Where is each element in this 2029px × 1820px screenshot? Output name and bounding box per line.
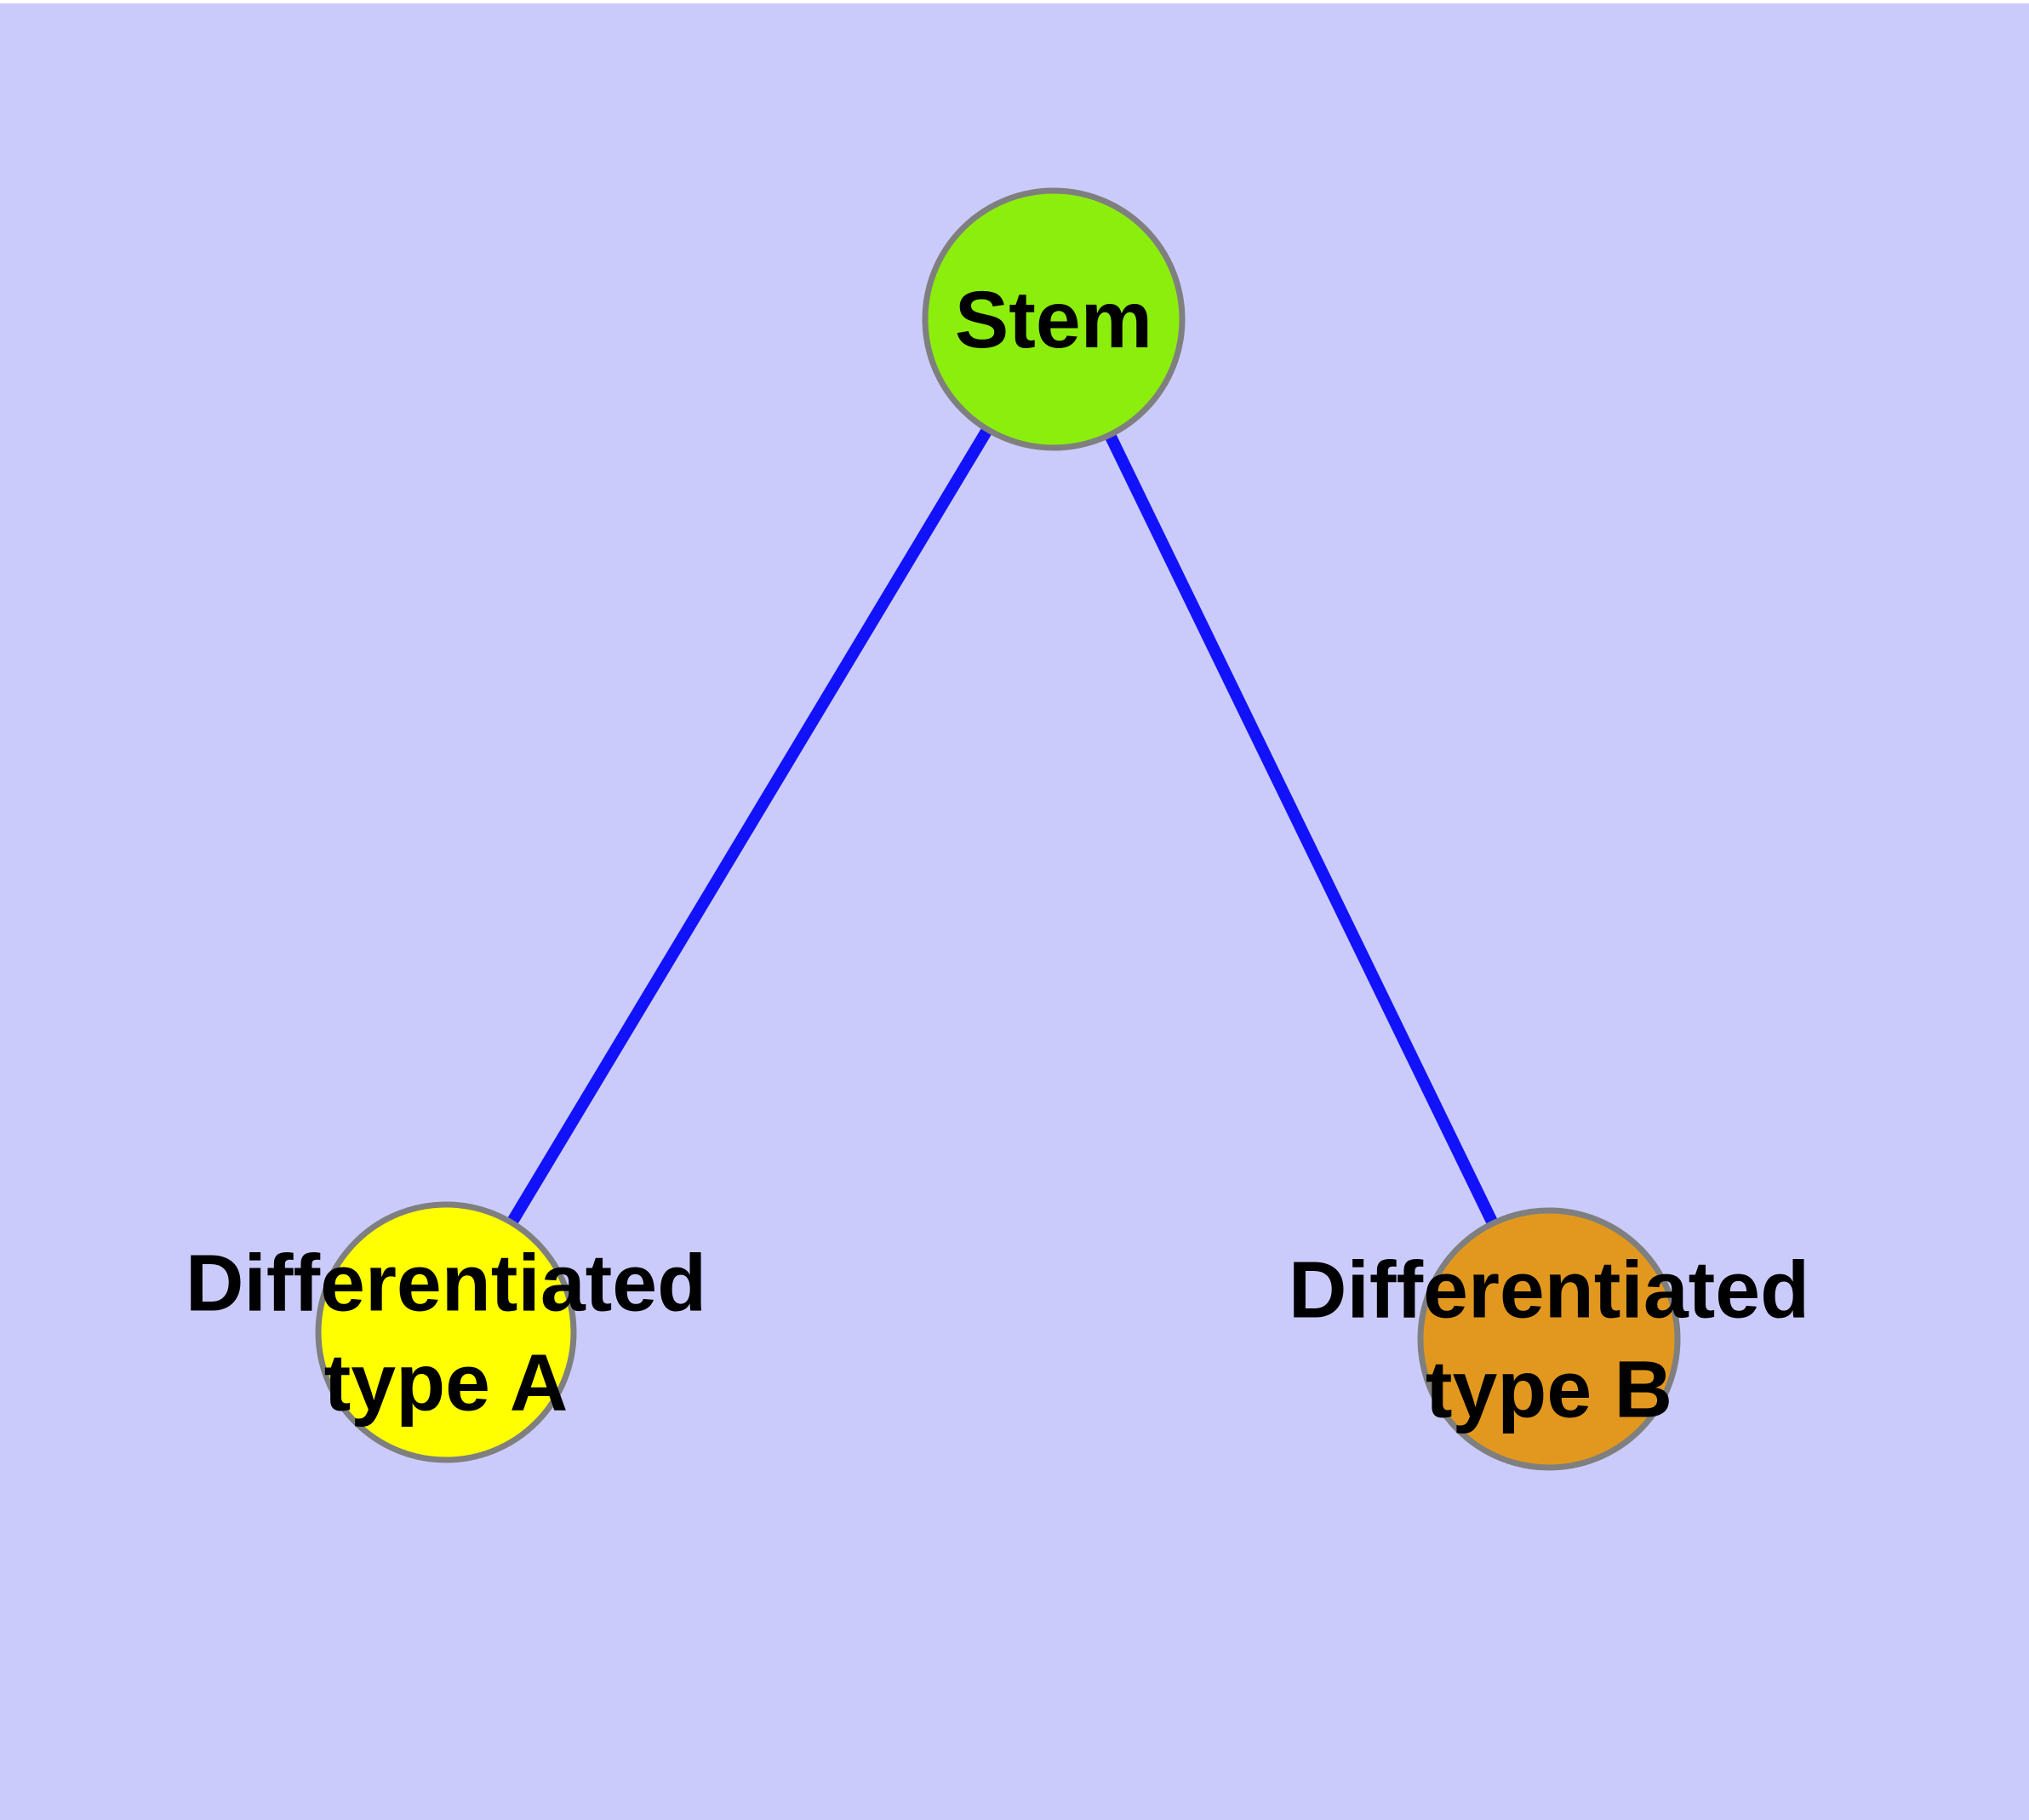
node-label-line: Differentiated [186,1239,706,1329]
node-label-line: type A [324,1338,569,1428]
node-label-line: Stem [955,275,1152,365]
node-label-stem: Stem [955,275,1152,365]
edge-stem-differentiated-type-a [440,316,1060,1336]
node-differentiated-type-a [315,1201,577,1463]
edge-stem-differentiated-type-b [1048,316,1555,1342]
node-label-line: Differentiated [1289,1245,1809,1336]
node-differentiated-type-b [1417,1207,1681,1471]
node-stem [922,187,1186,451]
node-label-line: type B [1426,1345,1672,1435]
